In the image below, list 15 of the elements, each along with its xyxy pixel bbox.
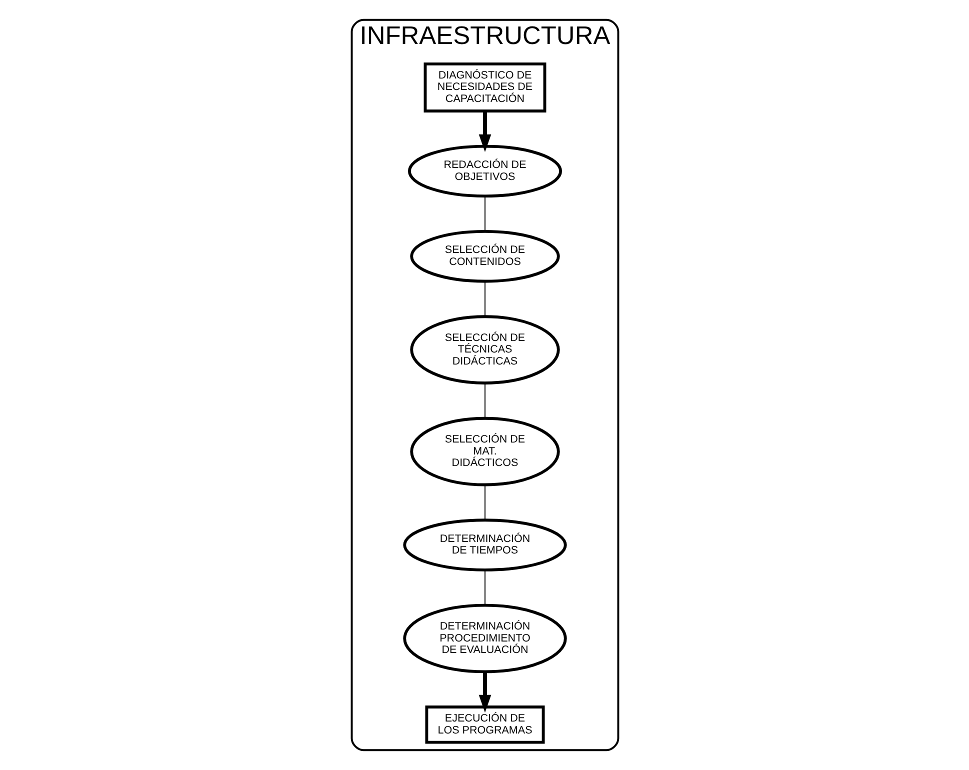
node-ellipse: DETERMINACIÓN DE TIEMPOS — [402, 518, 566, 572]
node-box: DIAGNÓSTICO DE NECESIDADES DE CAPACITACIÓN — [423, 62, 546, 112]
connector — [484, 484, 485, 520]
node-ellipse: REDACCIÓN DE OBJETIVOS — [407, 144, 562, 198]
node-ellipse: DETERMINACIÓN PROCEDIMIENTO DE EVALUACIÓN — [402, 604, 566, 674]
arrow — [478, 672, 491, 713]
connector — [484, 280, 485, 317]
connector — [484, 196, 485, 232]
connector — [484, 570, 485, 606]
connector — [484, 382, 485, 418]
arrow — [478, 111, 491, 152]
node-box: EJECUCIÓN DE LOS PROGRAMAS — [424, 706, 544, 744]
node-ellipse: SELECCIÓN DE TÉCNICAS DIDÁCTICAS — [410, 315, 560, 384]
node-ellipse: SELECCIÓN DE MAT. DIDÁCTICOS — [410, 416, 560, 486]
node-ellipse: SELECCIÓN DE CONTENIDOS — [410, 230, 560, 283]
